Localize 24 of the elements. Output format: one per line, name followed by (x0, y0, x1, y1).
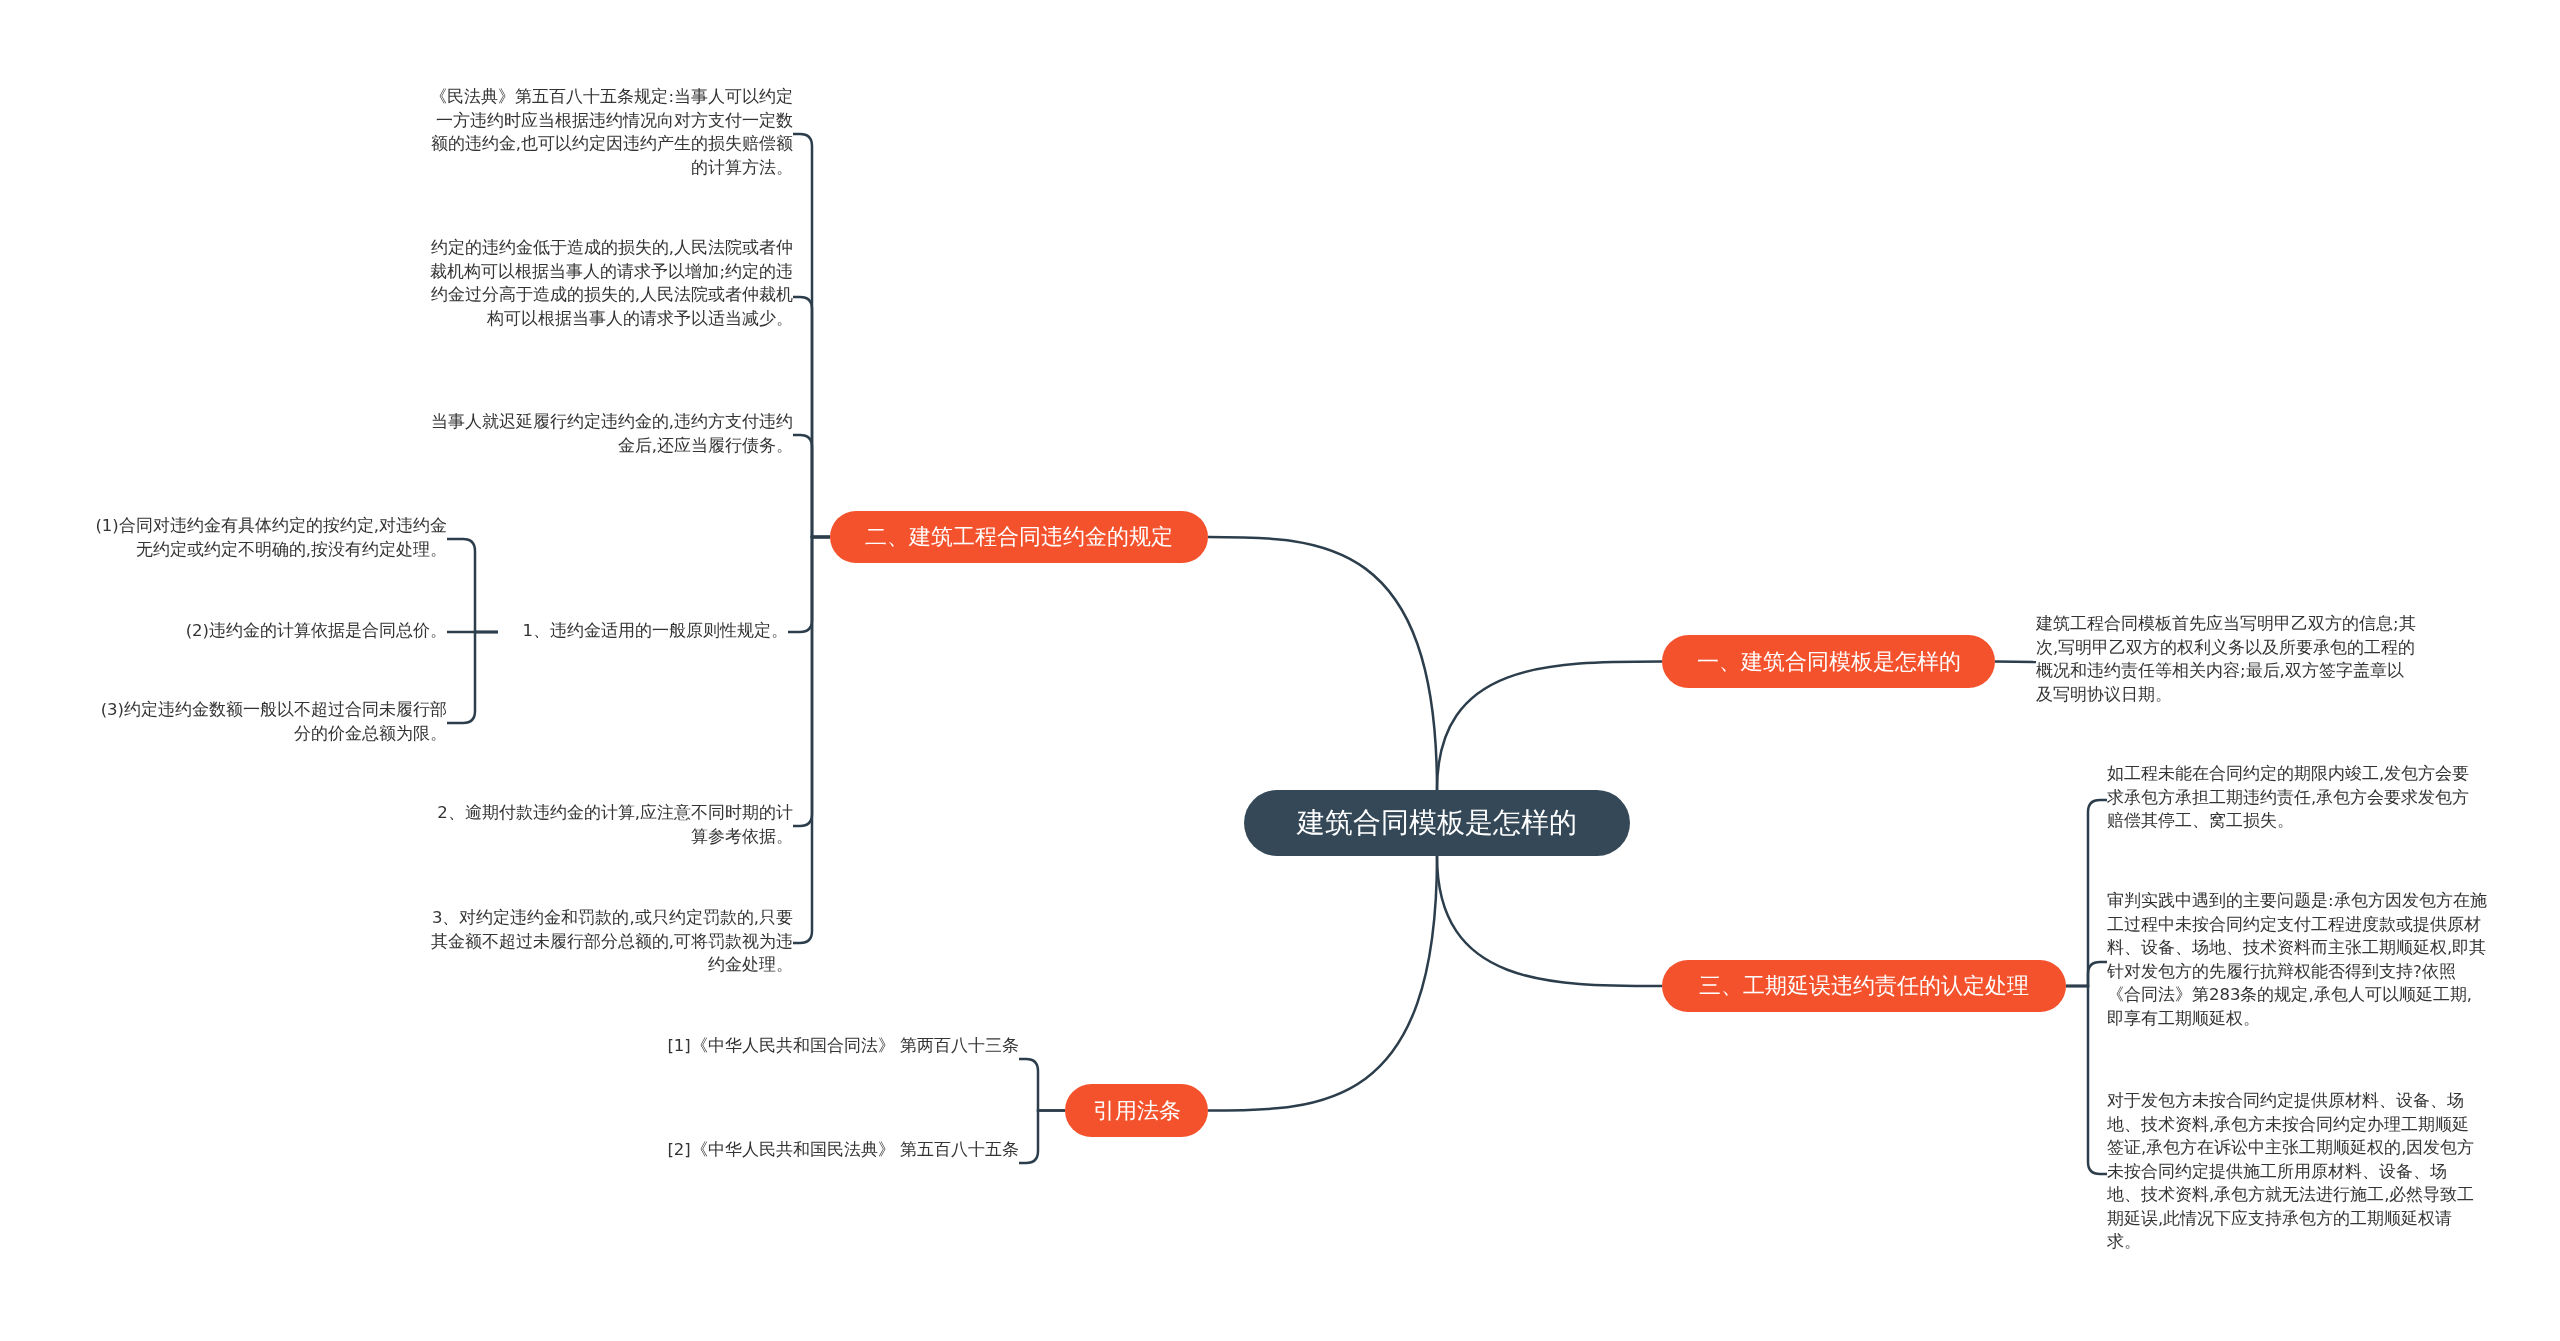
connector-line (1208, 855, 1439, 1112)
connector-line (1019, 1109, 1065, 1165)
topic-text: 审判实践中遇到的主要问题是:承包方因发包方在施工过程中未按合同约定支付工程进度款或提供原材料、设备、场地、技术资料而主张工期顺延权,即其针对发包方的先履行抗辩权能否得到支持?依照《合同法》第283条的规定,承包人可以顺延工期,即享有工期顺延权。 (2107, 889, 2487, 1035)
branch-topic: 二、建筑工程合同违约金的规定 (830, 511, 1208, 563)
branch-topic: 三、工期延误违约责任的认定处理 (1662, 960, 2066, 1012)
topic-text: [2]《中华人民共和国民法典》 第五百八十五条 (653, 1138, 1019, 1188)
topic-text: 《民法典》第五百八十五条规定:当事人可以约定一方违约时应当根据违约情况向对方支付一定数额的违约金,也可以约定因违约产生的损失赔偿额的计算方法。 (421, 85, 793, 183)
branch-topic: 引用法条 (1065, 1084, 1208, 1137)
topic-text: 2、逾期付款违约金的计算,应注意不同时期的计算参考依据。 (421, 801, 793, 851)
topic-text: (1)合同对违约金有具体约定的按约定,对违约金无约定或约定不明确的,按没有约定处理。 (85, 514, 447, 564)
topic-text: 对于发包方未按合同约定提供原材料、设备、场地、技术资料,承包方未按合同约定办理工期顺延签证,承包方在诉讼中主张工期顺延权的,因发包方未按合同约定提供施工所用原材料、设备、场地、技术资料,承包方就无法进行施工,必然导致工期延误,此情况下应支持承包方的工期顺延权请求。 (2107, 1089, 2479, 1259)
connector-line (1995, 660, 2036, 664)
central-topic: 建筑合同模板是怎样的 (1244, 790, 1630, 856)
topic-text: (3)约定违约金数额一般以不超过合同未履行部分的价金总额为限。 (85, 698, 447, 748)
topic-text: 1、违约金适用的一般原则性规定。 (498, 619, 788, 645)
topic-text: 3、对约定违约金和罚款的,或只约定罚款的,只要其金额不超过未履行部分总额的,可将罚款视为违约金处理。 (421, 906, 793, 980)
topic-text: 约定的违约金低于造成的损失的,人民法院或者仲裁机构可以根据当事人的请求予以增加;约定的违约金过分高于造成的损失的,人民法院或者仲裁机构可以根据当事人的请求予以适当减少。 (421, 236, 793, 358)
topic-text: 建筑工程合同模板首先应当写明甲乙双方的信息;其次,写明甲乙双方的权利义务以及所要承包的工程的概况和违约责任等相关内容;最后,双方签字盖章以及写明协议日期。 (2036, 612, 2418, 712)
connector-line (1208, 535, 1439, 791)
topic-text: 当事人就迟延履行约定违约金的,违约方支付违约金后,还应当履行债务。 (421, 410, 793, 460)
topic-text: 如工程未能在合同约定的期限内竣工,发包方会要求承包方承担工期违约责任,承包方会要求发包方赔偿其停工、窝工损失。 (2107, 762, 2479, 838)
topic-text: (2)违约金的计算依据是合同总价。 (160, 619, 447, 645)
branch-topic: 一、建筑合同模板是怎样的 (1662, 635, 1995, 688)
topic-text: [1]《中华人民共和国合同法》 第两百八十三条 (653, 1034, 1019, 1084)
